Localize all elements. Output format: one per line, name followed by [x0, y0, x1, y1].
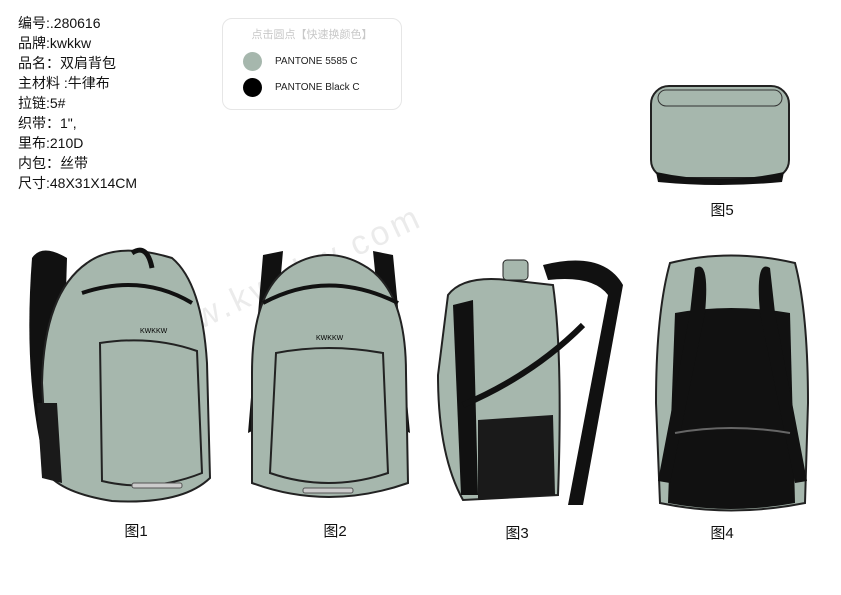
- spec-inner: 内包：丝带: [18, 155, 88, 171]
- backpack-bottom-view: [650, 85, 790, 185]
- figure-5-label: 图5: [710, 202, 734, 219]
- backpack-side-view: [436, 259, 623, 505]
- color-dot[interactable]: [243, 78, 262, 97]
- brand-logo: KWKKW: [140, 328, 168, 335]
- backpack-front-angled-view: KWKKW: [29, 247, 212, 503]
- color-name: PANTONE 5585 C: [275, 56, 358, 67]
- spec-material: 主材料 :牛律布: [18, 75, 110, 91]
- color-dot[interactable]: [243, 52, 262, 71]
- backpack-back-view: [654, 254, 810, 512]
- figure-1-label: 图1: [124, 523, 148, 540]
- spec-product-name: 品名：双肩背包: [18, 55, 116, 71]
- spec-size: 尺寸:48X31X14CM: [18, 175, 138, 191]
- spec-lining: 里布:210D: [18, 135, 84, 151]
- color-option-black[interactable]: PANTONE Black C: [243, 78, 401, 97]
- figure-3-label: 图3: [505, 525, 529, 542]
- brand-logo: KWKKW: [316, 335, 344, 342]
- color-picker-hint: 点击圆点【快速换颜色】: [251, 29, 373, 41]
- spec-list: 编号:.280616 品牌:kwkkw 品名：双肩背包 主材料 :牛律布 拉链:…: [18, 13, 137, 193]
- figure-4-label: 图4: [710, 525, 734, 542]
- figure-2-label: 图2: [323, 523, 347, 540]
- backpack-front-view: KWKKW: [248, 251, 410, 498]
- spec-zipper: 拉链:5#: [18, 95, 66, 111]
- spec-webbing: 织带：1",: [18, 115, 77, 131]
- spec-brand: 品牌:kwkkw: [18, 35, 92, 51]
- spec-code: 编号:.280616: [18, 15, 101, 31]
- color-picker: 点击圆点【快速换颜色】 PANTONE 5585 C PANTONE Black…: [222, 18, 402, 110]
- color-name: PANTONE Black C: [275, 82, 360, 93]
- color-option-5585c[interactable]: PANTONE 5585 C: [243, 52, 401, 71]
